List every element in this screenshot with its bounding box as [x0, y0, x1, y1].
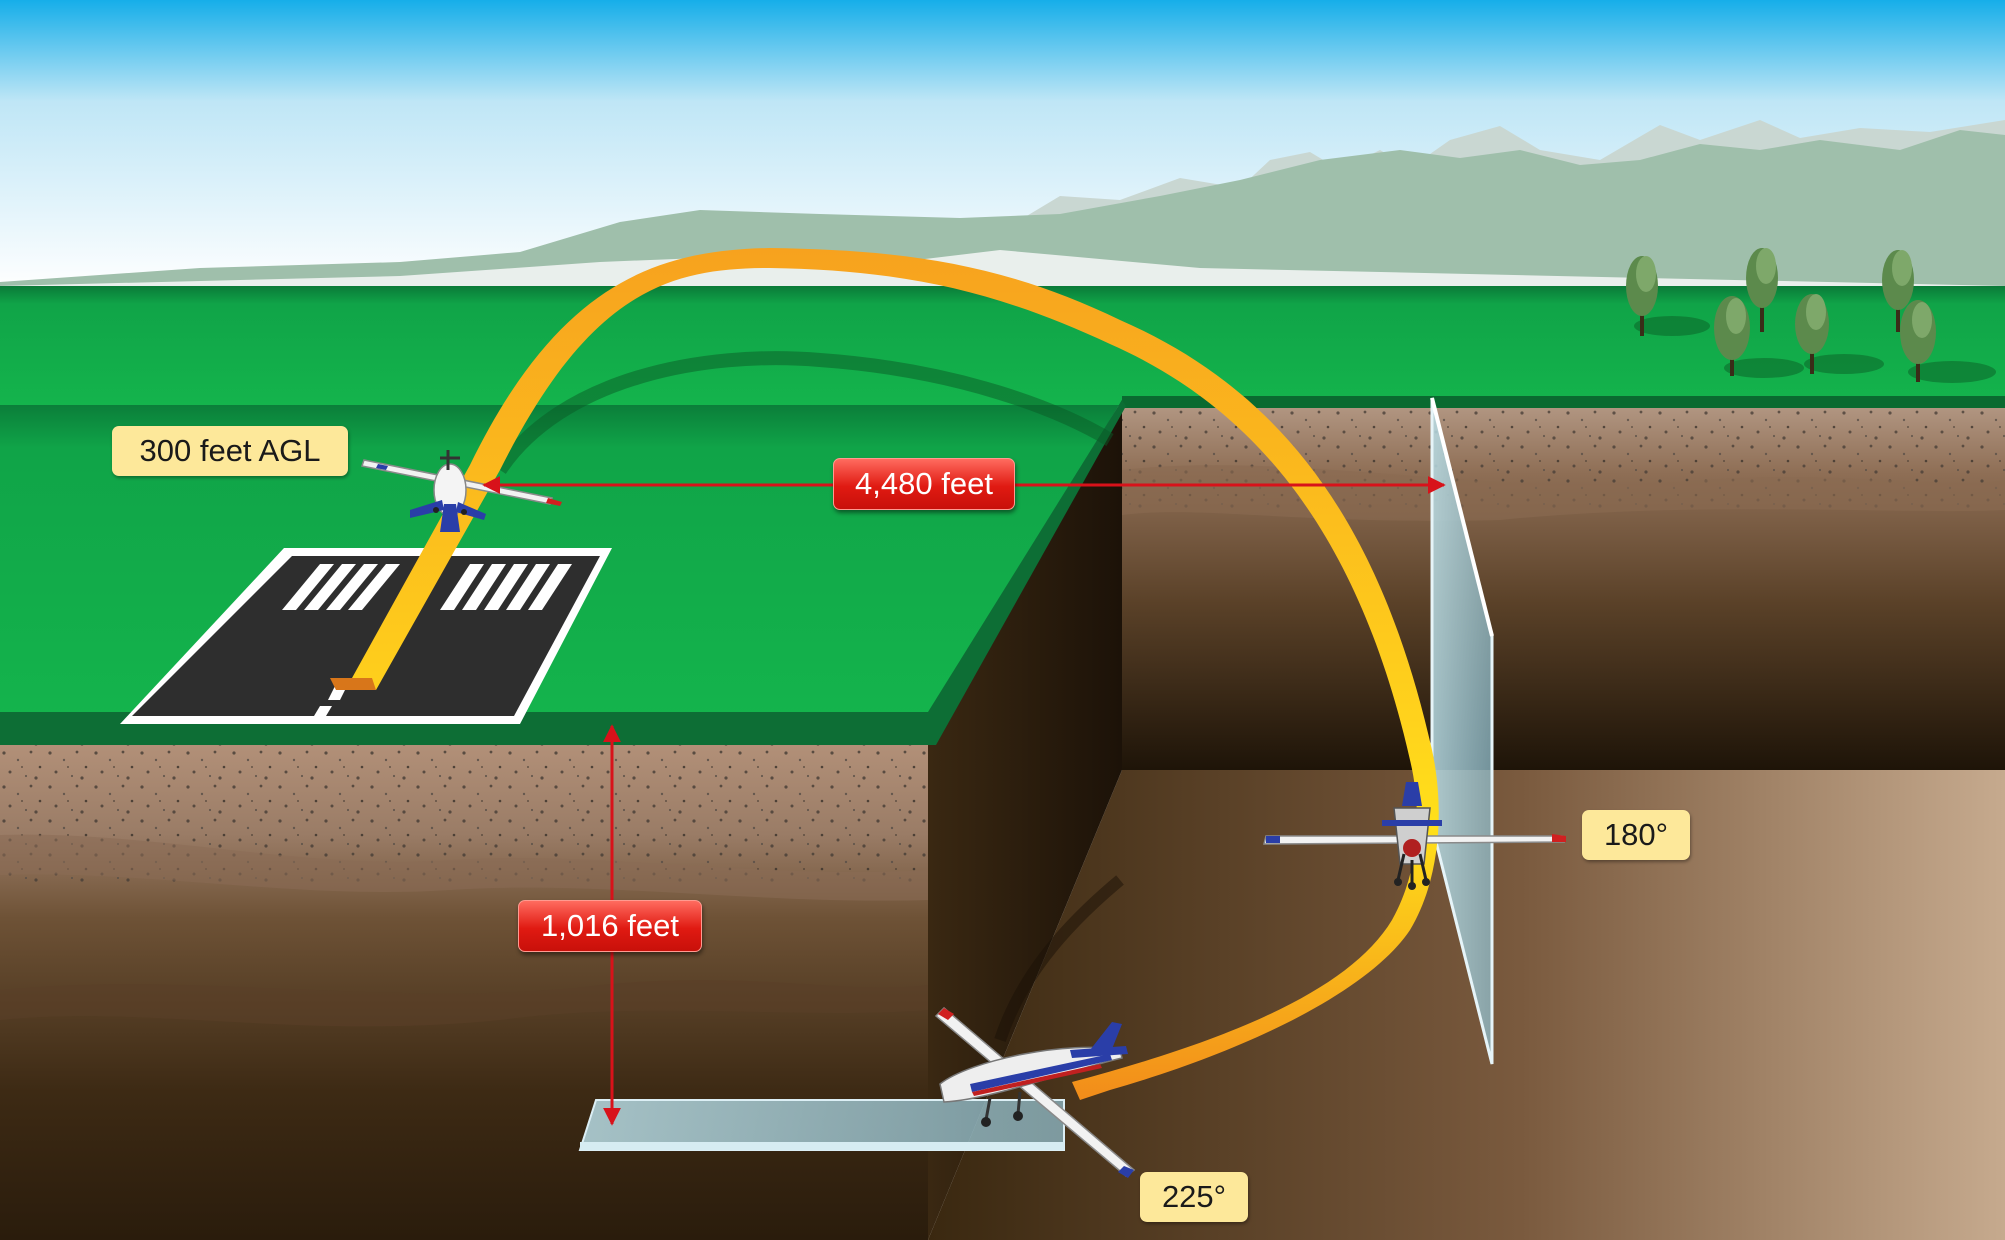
- aircraft-icon: [1263, 782, 1566, 890]
- altitude-agl-label: 300 feet AGL: [112, 426, 348, 476]
- runway-icon: [120, 548, 612, 724]
- heading-180-label: 180°: [1582, 810, 1690, 860]
- mountain-icon: [0, 120, 2005, 292]
- flight-path-shadow: [494, 351, 1114, 474]
- flight-path: [330, 248, 1439, 1100]
- horizontal-distance-label: 4,480 feet: [833, 458, 1015, 510]
- tree-icon: [1626, 248, 1996, 383]
- heading-225-label: 225°: [1140, 1172, 1248, 1222]
- pit-inner-wall: [928, 400, 1122, 1240]
- aircraft-icon: [934, 1006, 1136, 1178]
- altitude-loss-label: 1,016 feet: [518, 900, 702, 952]
- pit-floor: [928, 770, 2005, 1240]
- far-grass: [0, 286, 2005, 406]
